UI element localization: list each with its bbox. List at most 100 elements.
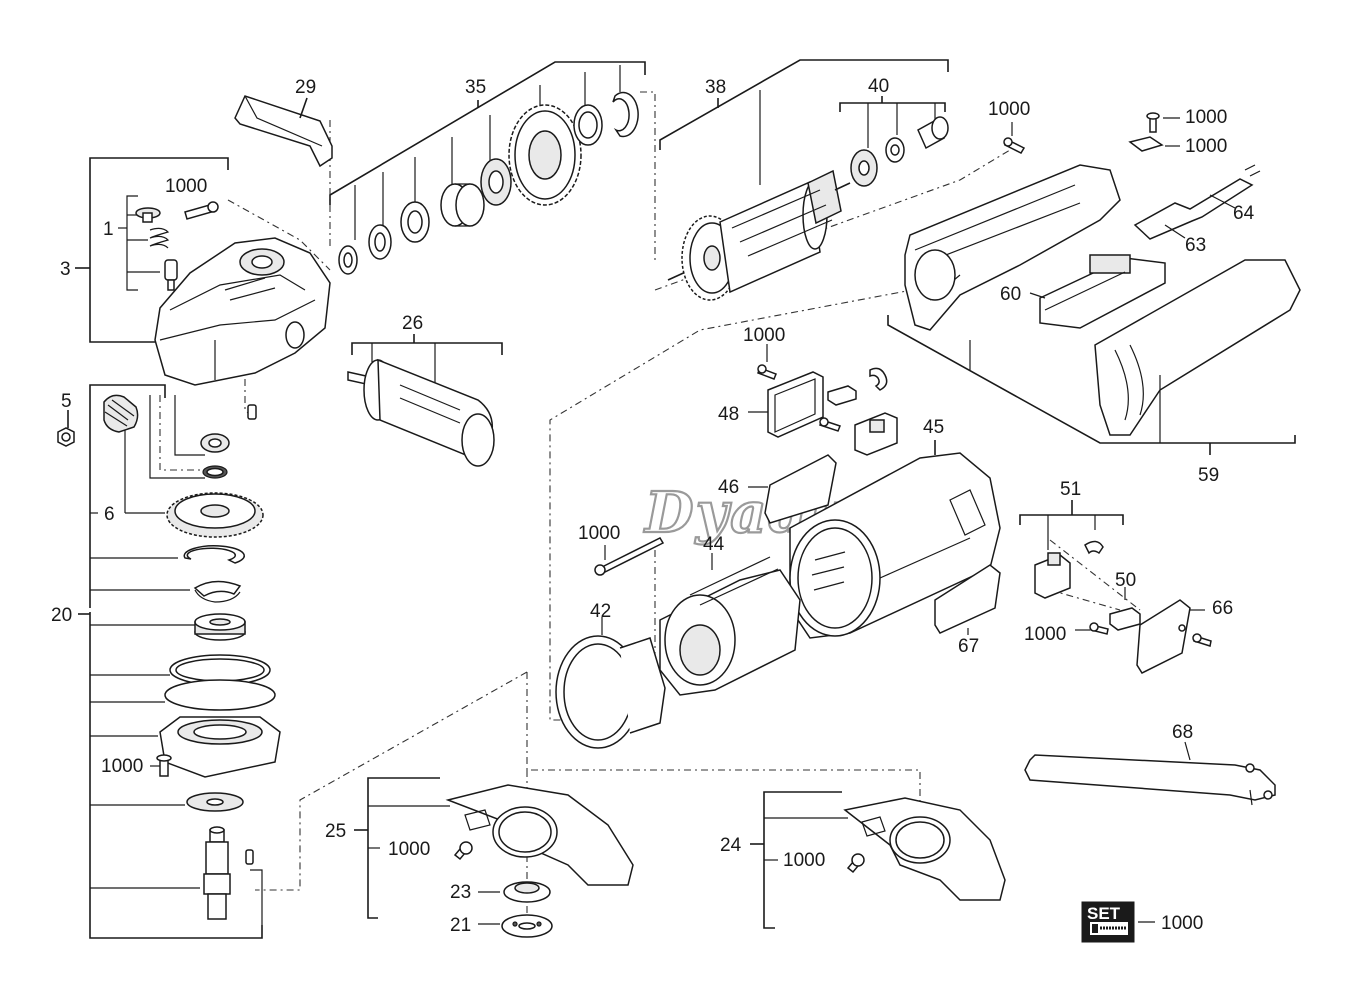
group-51-bracket (1019, 500, 1124, 550)
label-26: 26 (402, 313, 423, 334)
brush-spring-51 (1084, 540, 1104, 555)
label-51: 51 (1060, 479, 1081, 500)
label-23: 23 (450, 882, 471, 903)
label-1000-clamp: 1000 (1185, 136, 1227, 157)
carbon-brush-50 (1109, 607, 1141, 631)
label-1000-rear-top: 1000 (988, 99, 1030, 120)
label-35: 35 (465, 77, 486, 98)
screw-gear-head (184, 201, 219, 220)
label-68: 68 (1172, 722, 1193, 743)
label-66: 66 (1212, 598, 1233, 619)
part-5-nut (57, 427, 75, 447)
carbon-brush-top (827, 385, 857, 406)
label-25: 25 (325, 821, 346, 842)
brush-cover-66 (1136, 599, 1191, 674)
label-3: 3 (60, 259, 71, 280)
label-38: 38 (705, 77, 726, 98)
motor-housing (789, 452, 1001, 639)
label-45: 45 (923, 417, 944, 438)
screw-clamp (1146, 112, 1160, 133)
bevel-gear (166, 492, 264, 538)
screw-66 (1192, 633, 1212, 647)
screw-long-stator (594, 537, 665, 576)
power-cord (1133, 164, 1261, 240)
side-handle (347, 358, 495, 467)
group-24-bracket (750, 791, 848, 929)
bearing-small (200, 433, 230, 453)
label-59: 59 (1198, 465, 1219, 486)
set-badge: SET (1081, 901, 1135, 943)
label-46: 46 (718, 477, 739, 498)
group-3-bracket (75, 157, 229, 343)
screw-48 (757, 364, 777, 380)
label-42: 42 (590, 601, 611, 622)
label-5: 5 (61, 391, 72, 412)
small-pin (247, 404, 257, 420)
label-60: 60 (1000, 284, 1021, 305)
part-26-bracket (351, 334, 503, 395)
label-1000-brush-plate: 1000 (743, 325, 785, 346)
spring (149, 227, 170, 249)
screw-rear-top (1003, 137, 1026, 154)
label-40: 40 (868, 76, 889, 97)
fan-baffle-42 (555, 635, 666, 749)
spanner-wrench (1024, 754, 1276, 806)
brush-plate-48 (767, 371, 824, 438)
bearing-large (194, 613, 246, 641)
label-6: 6 (104, 504, 115, 525)
wheel-guard-24 (843, 797, 1006, 901)
label-1000-guard-25: 1000 (388, 839, 430, 860)
label-29: 29 (295, 77, 316, 98)
stator (659, 556, 801, 696)
brush-holder (854, 412, 898, 456)
rear-housing-right (1094, 259, 1301, 436)
screw-guard-25 (453, 841, 473, 861)
screw-51 (1089, 622, 1109, 635)
label-21: 21 (450, 915, 471, 936)
switch-60 (1039, 254, 1166, 329)
brush-spring (869, 367, 888, 391)
seal-ring (169, 654, 271, 686)
pinion-gear (103, 394, 139, 433)
screw-brush (819, 417, 841, 432)
label-1000-brush: 1000 (1024, 624, 1066, 645)
o-ring (164, 679, 276, 711)
label-1000-stator: 1000 (578, 523, 620, 544)
label-20: 20 (51, 605, 72, 626)
inner-flange-23 (503, 881, 551, 903)
label-63: 63 (1185, 235, 1206, 256)
spindle-lock-button (135, 207, 161, 223)
part-29-cover (234, 95, 333, 168)
gear-set-parts (338, 91, 639, 275)
cord-clamp (1128, 136, 1164, 152)
wheel-guard-25 (445, 784, 634, 886)
label-48: 48 (718, 404, 739, 425)
retaining-ring-small (202, 465, 228, 479)
group-20-bracket (78, 557, 263, 939)
armature-bearings (850, 116, 949, 187)
label-plate-46 (764, 454, 837, 524)
label-1000-guard-24: 1000 (783, 850, 825, 871)
label-1000-flange: 1000 (101, 756, 143, 777)
label-44: 44 (703, 534, 725, 555)
label-1000-set: 1000 (1161, 913, 1203, 934)
outer-flange-21 (501, 914, 553, 938)
part-6-bracket (89, 384, 205, 608)
label-1000-clamp-screw: 1000 (1185, 107, 1227, 128)
label-plate-67 (934, 564, 1001, 634)
washer-flange (186, 792, 244, 812)
label-1000-gear-head: 1000 (165, 176, 207, 197)
screw-flange (156, 754, 172, 777)
label-24: 24 (720, 835, 742, 856)
label-50: 50 (1115, 570, 1136, 591)
brush-holder-51 (1034, 552, 1071, 599)
spindle (203, 826, 231, 920)
woodruff-key (245, 849, 254, 865)
group-25-bracket (354, 777, 450, 919)
armature (667, 169, 851, 301)
label-1: 1 (103, 219, 114, 240)
circlip-large (183, 545, 245, 564)
spring-washer (193, 580, 242, 603)
gear-head-housing (154, 237, 331, 386)
